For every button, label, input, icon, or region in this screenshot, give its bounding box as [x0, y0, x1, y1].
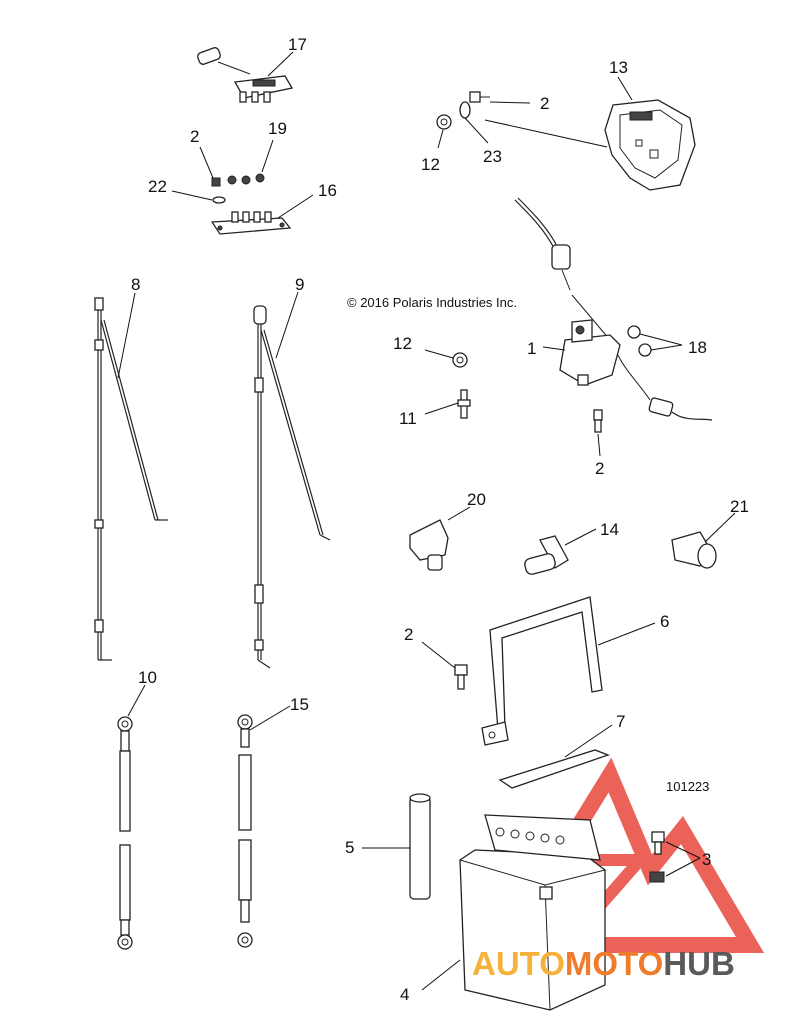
callout-4: 4 [400, 985, 409, 1004]
callout-17: 17 [288, 35, 307, 54]
callout-1: 1 [527, 339, 536, 358]
callout-2-mid: 2 [595, 459, 604, 478]
part-9-harness [253, 305, 331, 669]
callout-15: 15 [290, 695, 309, 714]
part-2-screw-left [211, 177, 221, 187]
part-7-battery-pad [498, 749, 610, 789]
part-12-nut-top [436, 114, 452, 130]
part-22-washer [212, 196, 226, 204]
watermark-moto: MOTO [565, 945, 663, 982]
callout-23: 23 [483, 147, 502, 166]
callout-22: 22 [148, 177, 167, 196]
callout-2-left: 2 [190, 127, 199, 146]
part-14-terminal-boot [524, 535, 569, 575]
part-2-screw-low [454, 664, 468, 690]
part-10-battery-cable [117, 716, 133, 950]
callout-20: 20 [467, 490, 486, 509]
callout-8: 8 [131, 275, 140, 294]
part-23-washer [459, 101, 471, 119]
part-17-terminal-cover [197, 47, 294, 103]
watermark-auto: AUTO [472, 945, 565, 982]
part-18-nuts [627, 325, 652, 357]
part-2-screw-mid [593, 409, 603, 433]
part-19-nuts [227, 173, 265, 185]
watermark-hub: HUB [663, 945, 735, 982]
callout-13: 13 [609, 58, 628, 77]
callout-14: 14 [600, 520, 619, 539]
callout-16: 16 [318, 181, 337, 200]
part-3-bolt-nut [649, 831, 665, 883]
callout-2-top: 2 [540, 94, 549, 113]
part-13-fuse-box [604, 99, 696, 191]
part-12-nut-mid [452, 352, 468, 368]
callout-3: 3 [702, 850, 711, 869]
part-1-solenoid [514, 197, 713, 421]
callout-21: 21 [730, 497, 749, 516]
part-21-terminal-boot [671, 531, 717, 569]
part-8-harness [94, 297, 168, 661]
part-4-battery [459, 814, 606, 1011]
callout-9: 9 [295, 275, 304, 294]
callout-11: 11 [399, 409, 417, 428]
part-2-screw-top [469, 91, 490, 103]
part-6-battery-hold-down [481, 596, 603, 746]
part-15-battery-cable [237, 714, 253, 948]
callout-5: 5 [345, 838, 354, 857]
callout-18: 18 [688, 338, 707, 357]
copyright-text: © 2016 Polaris Industries Inc. [347, 295, 517, 310]
callout-7: 7 [616, 712, 625, 731]
callout-19: 19 [268, 119, 287, 138]
part-11-stud [457, 389, 471, 419]
watermark-text: AUTOMOTOHUB [472, 945, 735, 982]
callout-12-mid: 12 [393, 334, 412, 353]
callout-6: 6 [660, 612, 669, 631]
callout-2-low: 2 [404, 625, 413, 644]
callout-12-top: 12 [421, 155, 440, 174]
callout-10: 10 [138, 668, 157, 687]
part-5-vent-tube [409, 793, 431, 900]
part-20-terminal-boot [409, 519, 449, 571]
part-16-terminal-block [210, 211, 292, 235]
drawing-number: 101223 [666, 779, 709, 794]
